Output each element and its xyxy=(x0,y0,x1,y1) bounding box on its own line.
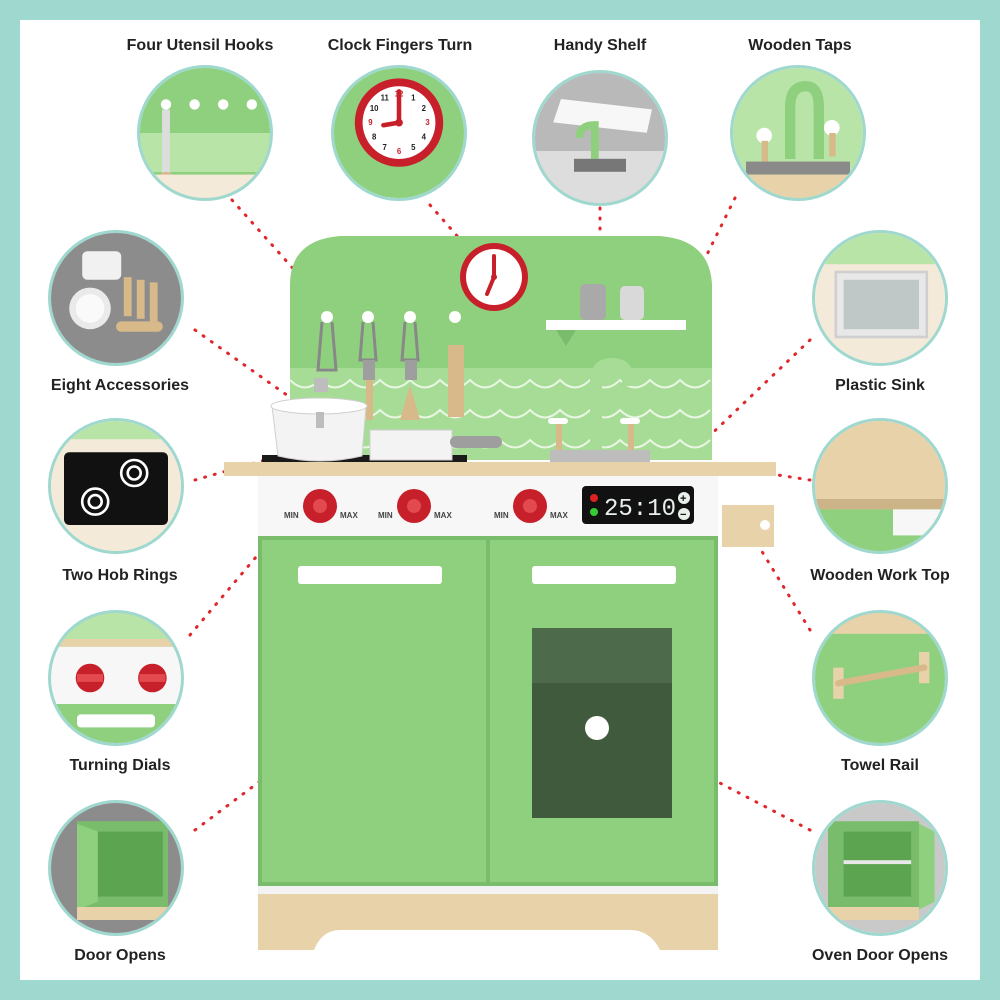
callout-towel-rail xyxy=(812,610,948,746)
dial-label-min: MIN xyxy=(494,511,509,520)
callout-oven-door xyxy=(812,800,948,936)
clock-numeral: 6 xyxy=(397,147,402,156)
tap-icon xyxy=(733,68,863,198)
clock-numeral: 2 xyxy=(422,104,427,113)
label-plastic-sink: Plastic Sink xyxy=(835,377,925,394)
clock-numeral: 9 xyxy=(368,118,373,127)
timer-display-value: 25:10 xyxy=(604,496,676,523)
cooking-pot xyxy=(271,405,367,462)
wooden-worktop xyxy=(224,462,776,476)
hob-plate xyxy=(262,455,467,465)
callout-accessories xyxy=(48,230,184,366)
dial-label-max: MAX xyxy=(550,511,568,520)
label-door-opens: Door Opens xyxy=(74,947,166,964)
callout-hob xyxy=(48,418,184,554)
hob-icon xyxy=(51,421,181,551)
callout-utensil-hooks xyxy=(137,65,273,201)
clock-numeral: 1 xyxy=(411,93,416,102)
sink-icon xyxy=(815,233,945,363)
clock-icon: 121234567891011 xyxy=(334,68,464,198)
kitchen-tap xyxy=(590,357,634,450)
cupboard-door-icon xyxy=(51,803,181,933)
label-four-utensil-hooks: Four Utensil Hooks xyxy=(126,37,274,54)
clock-numeral: 8 xyxy=(372,133,377,142)
worktop-icon xyxy=(815,421,945,551)
dial-label-min: MIN xyxy=(284,511,299,520)
dial-label-max: MAX xyxy=(340,511,358,520)
frying-pan xyxy=(369,429,453,461)
label-two-hob-rings: Two Hob Rings xyxy=(62,567,178,584)
oven-dials xyxy=(303,489,547,523)
label-turning-dials: Turning Dials xyxy=(69,757,171,774)
callout-worktop xyxy=(812,418,948,554)
callout-shelf xyxy=(532,70,668,206)
callout-clock: 121234567891011 xyxy=(331,65,467,201)
clock-numeral: 11 xyxy=(381,93,390,102)
callout-taps xyxy=(730,65,866,201)
clock-numeral: 7 xyxy=(383,143,387,152)
towel-rail-icon xyxy=(815,613,945,743)
dial-label-max: MAX xyxy=(434,511,452,520)
cabinet-kickplate xyxy=(258,886,718,894)
label-eight-accessories: Eight Accessories xyxy=(50,377,190,394)
timer-minus-button: − xyxy=(680,509,686,521)
callout-dials xyxy=(48,610,184,746)
oven-door-icon xyxy=(815,803,945,933)
timer-display xyxy=(582,486,694,524)
shelf-icon xyxy=(535,73,665,203)
label-wooden-work-top: Wooden Work Top xyxy=(810,567,950,584)
clock-numeral: 5 xyxy=(411,143,416,152)
dial-icon xyxy=(51,613,181,743)
kitchen-shelf xyxy=(546,320,686,330)
utensil-hooks-icon xyxy=(140,68,270,198)
label-clock-fingers-turn: Clock Fingers Turn xyxy=(327,37,473,54)
label-handy-shelf: Handy Shelf xyxy=(553,37,647,54)
label-towel-rail: Towel Rail xyxy=(841,757,919,774)
label-oven-door-opens: Oven Door Opens xyxy=(811,947,949,964)
callout-sink xyxy=(812,230,948,366)
cupboard-door xyxy=(262,540,486,882)
clock-numeral: 4 xyxy=(422,133,427,142)
callout-cupboard-door xyxy=(48,800,184,936)
utensil-hooks xyxy=(314,311,464,420)
timer-plus-button: + xyxy=(680,493,686,505)
accessories-icon xyxy=(51,233,181,363)
dial-label-min: MIN xyxy=(378,511,393,520)
clock-numeral: 3 xyxy=(425,118,430,127)
cabinet-base xyxy=(258,894,718,950)
clock-numeral: 10 xyxy=(370,104,379,113)
label-wooden-taps: Wooden Taps xyxy=(748,37,852,54)
